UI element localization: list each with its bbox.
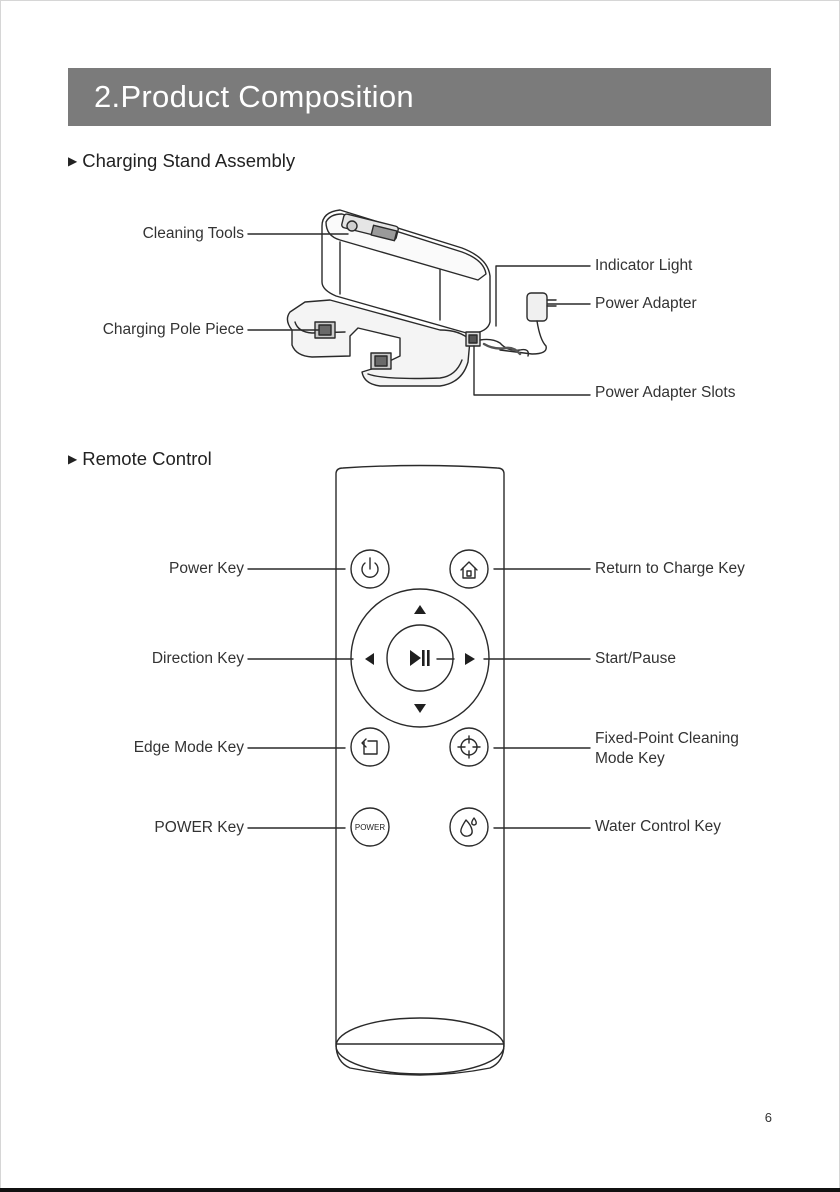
- remote-control-illustration: [336, 466, 504, 1076]
- page-number: 6: [765, 1110, 772, 1125]
- charging-stand-illustration: [287, 210, 556, 386]
- label-cleaning-tools: Cleaning Tools: [40, 224, 244, 244]
- label-fixed-point: Fixed-Point Cleaning Mode Key: [595, 729, 775, 769]
- label-direction-key: Direction Key: [40, 649, 244, 669]
- label-start-pause: Start/Pause: [595, 649, 676, 669]
- label-power-key: Power Key: [40, 559, 244, 579]
- label-edge-mode-key: Edge Mode Key: [40, 738, 244, 758]
- label-water-control: Water Control Key: [595, 817, 721, 837]
- label-adapter-slots: Power Adapter Slots: [595, 383, 735, 403]
- label-charging-pole: Charging Pole Piece: [40, 320, 244, 340]
- label-indicator-light: Indicator Light: [595, 256, 692, 276]
- label-power-adapter: Power Adapter: [595, 294, 697, 314]
- power-button-text: POWER: [355, 823, 385, 832]
- bottom-rule: [0, 1188, 840, 1192]
- label-return-key: Return to Charge Key: [595, 559, 745, 579]
- label-power-upper-key: POWER Key: [40, 818, 244, 838]
